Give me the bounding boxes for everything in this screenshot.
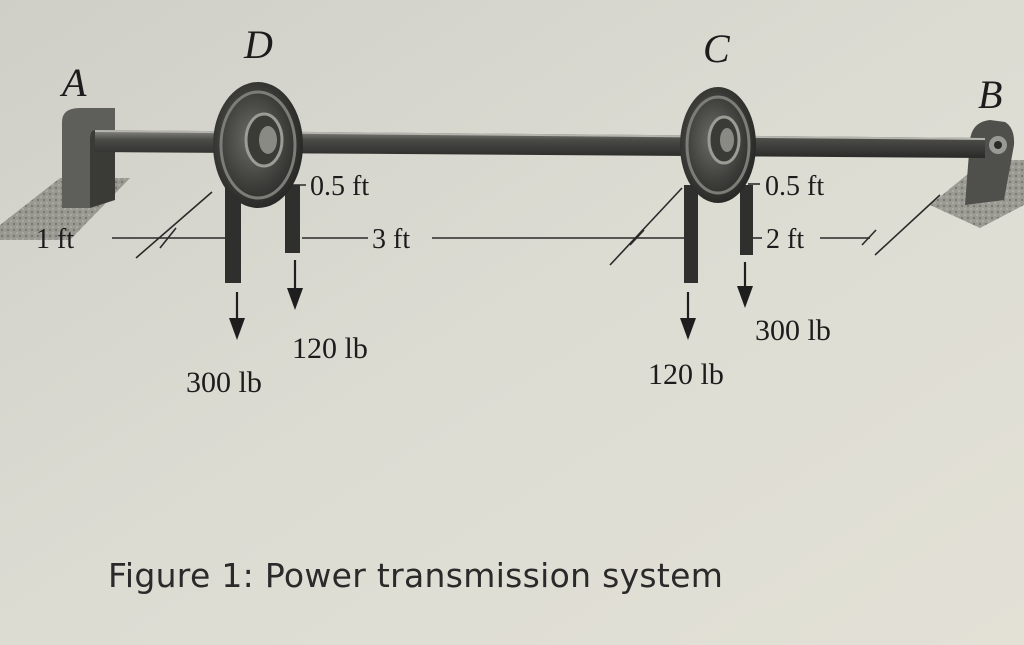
label-dim-a-d: 1 ft <box>36 224 74 255</box>
load-arrow-c-inner <box>680 292 696 340</box>
load-arrow-d-inner <box>287 260 303 310</box>
belts-c <box>684 185 753 283</box>
label-point-a: A <box>59 60 87 105</box>
load-arrow-c-outer <box>737 262 753 308</box>
label-load-d-inner: 120 lb <box>292 332 368 365</box>
label-dim-d-c: 3 ft <box>372 224 410 255</box>
label-point-d: D <box>243 22 273 67</box>
dimension-lines <box>112 183 941 266</box>
label-point-c: C <box>703 26 731 71</box>
load-arrow-d-outer <box>229 292 245 340</box>
bearing-a <box>62 108 115 208</box>
pulley-d <box>213 82 303 208</box>
label-dim-c-b: 2 ft <box>766 224 804 255</box>
label-point-b: B <box>978 72 1002 117</box>
label-radius-c: 0.5 ft <box>765 171 824 202</box>
belts-d <box>225 185 300 283</box>
label-load-c-inner: 120 lb <box>648 358 724 391</box>
label-load-c-outer: 300 lb <box>755 314 831 347</box>
label-radius-d: 0.5 ft <box>310 171 369 202</box>
label-load-d-outer: 300 lb <box>186 366 262 399</box>
figure-caption: Figure 1: Power transmission system <box>108 556 724 595</box>
pulley-c <box>680 87 756 203</box>
